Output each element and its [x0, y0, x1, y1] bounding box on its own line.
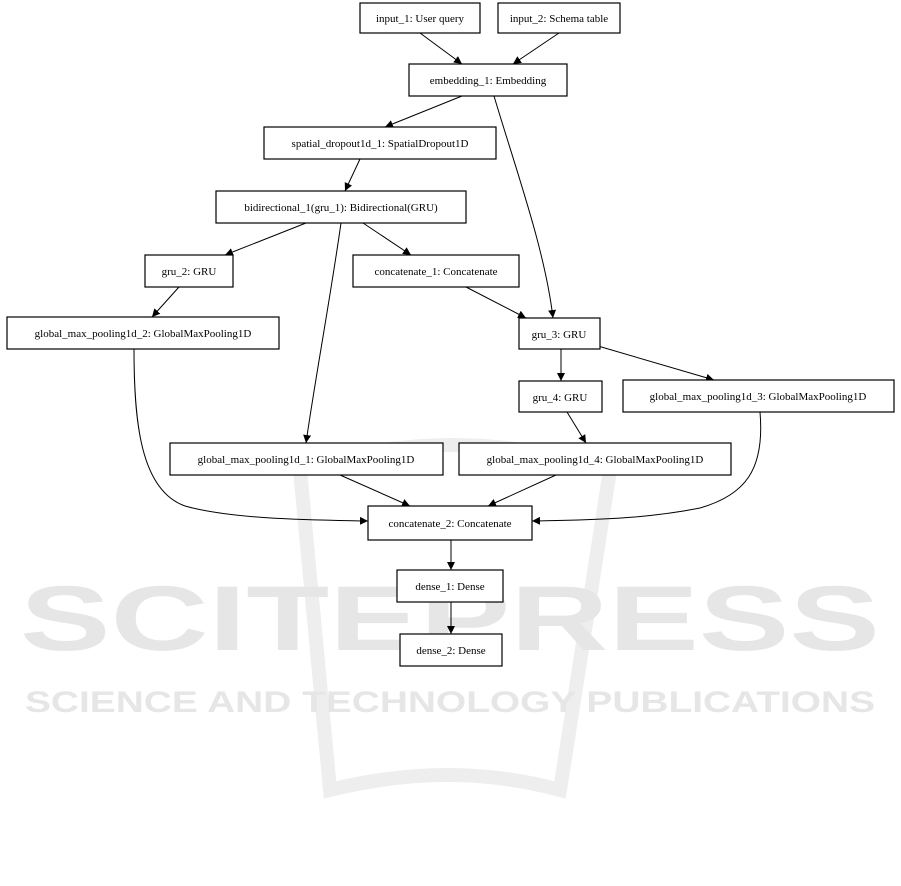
- node-gru-2-box: [144, 254, 234, 288]
- node-dense-2: dense_2: Dense: [399, 633, 503, 667]
- edge-global-max-pooling1d-2-to-concatenate-2: [133, 348, 369, 525]
- node-global-max-pooling1d-1-label: global_max_pooling1d_1: GlobalMaxPooling…: [198, 454, 415, 466]
- edge-spatial-dropout1d-1-to-bidirectional-1: [344, 158, 361, 192]
- node-gru-2-label: gru_2: GRU: [162, 266, 217, 278]
- node-input-2: input_2: Schema table: [497, 2, 621, 34]
- node-global-max-pooling1d-1-box: [169, 442, 444, 476]
- edge-bidirectional-1-to-concatenate-1: [362, 222, 412, 256]
- watermark-tagline: SCIENCE AND TECHNOLOGY PUBLICATIONS: [25, 686, 875, 719]
- node-input-2-box: [497, 2, 621, 34]
- edge-input-2-to-embedding-1: [512, 32, 560, 65]
- node-global-max-pooling1d-1: global_max_pooling1d_1: GlobalMaxPooling…: [169, 442, 444, 476]
- node-global-max-pooling1d-4-box: [458, 442, 732, 476]
- edge-embedding-1-to-spatial-dropout1d-1: [384, 95, 463, 128]
- node-dense-2-box: [399, 633, 503, 667]
- node-global-max-pooling1d-2-label: global_max_pooling1d_2: GlobalMaxPooling…: [35, 328, 252, 340]
- node-gru-4-label: gru_4: GRU: [533, 392, 588, 404]
- node-concatenate-2: concatenate_2: Concatenate: [367, 505, 533, 541]
- node-concatenate-1-box: [352, 254, 520, 288]
- edge-global-max-pooling1d-4-to-concatenate-2: [487, 474, 557, 507]
- node-global-max-pooling1d-3-label: global_max_pooling1d_3: GlobalMaxPooling…: [650, 391, 867, 403]
- node-concatenate-1: concatenate_1: Concatenate: [352, 254, 520, 288]
- node-global-max-pooling1d-4-label: global_max_pooling1d_4: GlobalMaxPooling…: [487, 454, 704, 466]
- node-input-2-label: input_2: Schema table: [510, 13, 608, 25]
- watermark: SCITEPRESS SCIENCE AND TECHNOLOGY PUBLIC…: [20, 438, 880, 799]
- node-input-1: input_1: User query: [359, 2, 481, 34]
- node-spatial-dropout1d-1-box: [263, 126, 497, 160]
- node-input-1-box: [359, 2, 481, 34]
- node-global-max-pooling1d-4: global_max_pooling1d_4: GlobalMaxPooling…: [458, 442, 732, 476]
- nodes: input_1: User query input_2: Schema tabl…: [6, 2, 895, 667]
- node-dense-1-label: dense_1: Dense: [415, 581, 484, 593]
- edge-gru-4-to-global-max-pooling1d-4: [566, 411, 587, 444]
- edge-bidirectional-1-to-gru-2: [224, 222, 307, 256]
- node-bidirectional-1: bidirectional_1(gru_1): Bidirectional(GR…: [215, 190, 467, 224]
- edge-gru-2-to-global-max-pooling1d-2: [151, 286, 180, 318]
- node-spatial-dropout1d-1-label: spatial_dropout1d_1: SpatialDropout1D: [292, 138, 469, 150]
- node-concatenate-2-label: concatenate_2: Concatenate: [388, 518, 511, 530]
- node-dense-1: dense_1: Dense: [396, 569, 504, 603]
- node-global-max-pooling1d-3: global_max_pooling1d_3: GlobalMaxPooling…: [622, 379, 895, 413]
- edges: [133, 32, 762, 634]
- edge-embedding-1-to-gru-3: [493, 95, 557, 319]
- node-bidirectional-1-box: [215, 190, 467, 224]
- edge-bidirectional-1-to-global-max-pooling1d-1: [303, 222, 342, 444]
- node-concatenate-1-label: concatenate_1: Concatenate: [374, 266, 497, 278]
- node-dense-2-label: dense_2: Dense: [416, 645, 485, 657]
- edge-global-max-pooling1d-3-to-concatenate-2: [531, 411, 762, 525]
- node-gru-3-label: gru_3: GRU: [532, 329, 587, 341]
- node-embedding-1-label: embedding_1: Embedding: [430, 75, 547, 87]
- edge-concatenate-1-to-gru-3: [465, 286, 527, 319]
- node-embedding-1: embedding_1: Embedding: [408, 63, 568, 97]
- edge-input-1-to-embedding-1: [419, 32, 463, 65]
- edge-gru-3-to-global-max-pooling1d-3: [597, 345, 715, 382]
- node-dense-1-box: [396, 569, 504, 603]
- node-gru-4-box: [518, 380, 603, 413]
- node-gru-4: gru_4: GRU: [518, 380, 603, 413]
- node-global-max-pooling1d-2-box: [6, 316, 280, 350]
- node-concatenate-2-box: [367, 505, 533, 541]
- node-bidirectional-1-label: bidirectional_1(gru_1): Bidirectional(GR…: [244, 202, 438, 214]
- node-input-1-label: input_1: User query: [376, 13, 464, 25]
- node-spatial-dropout1d-1: spatial_dropout1d_1: SpatialDropout1D: [263, 126, 497, 160]
- node-gru-3: gru_3: GRU: [518, 317, 601, 350]
- node-global-max-pooling1d-2: global_max_pooling1d_2: GlobalMaxPooling…: [6, 316, 280, 350]
- node-embedding-1-box: [408, 63, 568, 97]
- edge-global-max-pooling1d-1-to-concatenate-2: [339, 474, 411, 507]
- node-global-max-pooling1d-3-box: [622, 379, 895, 413]
- node-gru-3-box: [518, 317, 601, 350]
- node-gru-2: gru_2: GRU: [144, 254, 234, 288]
